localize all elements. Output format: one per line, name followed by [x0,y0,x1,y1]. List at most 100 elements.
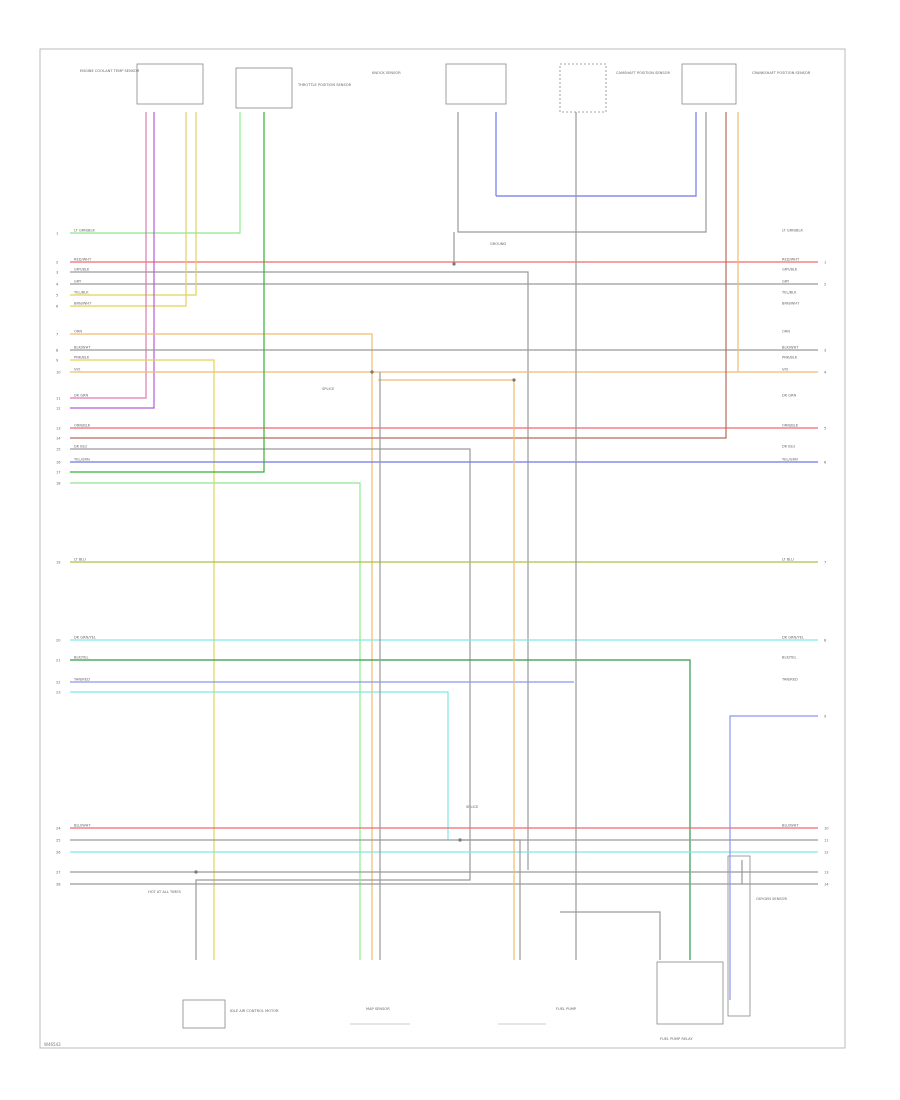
wire-18 [70,482,361,960]
splice-node-4 [512,378,516,382]
wire-11 [70,359,215,960]
component-box-4 [559,63,607,113]
wire-code-left-9: PNK/BLK [74,356,90,360]
wire-code-right-12: ORN/BLK [782,424,799,428]
wire-code-left-17: BLK/YEL [74,656,89,660]
left-pin-22: 22 [56,681,61,685]
wire-code-left-7: ORN [74,330,82,334]
left-pin-1: 1 [56,232,58,236]
wire-code-right-11: DK GRN [782,394,797,398]
left-pin-28: 28 [56,883,61,887]
wire-code-left-18: TAN/RED [73,678,90,682]
wire-code-right-8: BLK/WHT [782,346,799,350]
left-pin-15: 15 [56,448,61,452]
component-label-10: FUEL PUMP [556,1007,577,1011]
right-pin-11: 11 [824,839,829,843]
wire-code-right-14: YEL/GRN [782,458,798,462]
wire-code-right-15: LT BLU [782,558,794,562]
component-label-3: KNOCK SENSOR [372,71,401,75]
right-pin-8: 8 [824,639,827,643]
component-label-4: CAMSHAFT POSITION SENSOR [616,71,670,75]
wires [70,112,818,1000]
left-pin-25: 25 [56,839,61,843]
wire-7 [70,112,147,399]
wire-5 [70,112,187,307]
splice-node-5 [194,870,198,874]
wire-23 [70,691,449,840]
wire-code-right-13: DK BLU [782,445,796,449]
component-label-8: IDLE AIR CONTROL MOTOR [230,1009,279,1013]
component-label-7: OXYGEN SENSOR [756,897,787,901]
left-pin-12: 12 [56,407,61,411]
annotation-1: SPLICE [322,387,335,391]
left-pin-8: 8 [56,349,59,353]
annotation-3: GROUND [490,242,506,246]
wire-code-left-2: GRY/BLK [74,268,90,272]
right-pin-5: 5 [824,427,826,431]
wire-14 [70,112,727,439]
right-pin-1: 1 [824,261,826,265]
wire-code-left-16: DK GRN/YEL [74,636,96,640]
left-pin-4: 4 [56,283,59,287]
left-pin-20: 20 [56,639,61,643]
left-pin-13: 13 [56,427,61,431]
left-pin-26: 26 [56,851,61,855]
annotation-4: HOT AT ALL TIMES [148,890,182,894]
wire-code-right-5: BRN/WHT [782,302,800,306]
wire-code-left-1: RED/WHT [74,258,92,262]
wire-36 [729,715,818,1000]
wire-code-right-16: DK GRN/YEL [782,636,804,640]
wire-code-right-9: PNK/BLK [782,356,798,360]
wire-9 [70,333,373,960]
left-pin-5: 5 [56,294,58,298]
right-pin-9: 9 [824,715,827,719]
left-pin-24: 24 [56,827,61,831]
wire-code-right-6: LT GRN/BLK [782,229,803,233]
wire-4 [70,112,197,296]
wire-code-right-17: BLK/YEL [782,656,797,660]
wire-17 [70,112,265,473]
left-pin-23: 23 [56,691,61,695]
annotation-2: SPLICE [466,805,479,809]
component-boxes [136,63,751,1029]
wire-code-left-10: VIO [74,368,81,372]
left-pin-2: 2 [56,261,58,265]
wire-code-left-11: DK GRN [74,394,89,398]
right-pin-12: 12 [824,851,829,855]
wire-code-right-7: ORN [782,330,790,334]
wire-code-right-4: YEL/BLK [782,291,797,295]
left-pin-16: 16 [56,461,61,465]
component-label-1: ENGINE COOLANT TEMP SENSOR [80,69,140,73]
right-pin-6: 6 [824,461,827,465]
wire-code-right-18: TAN/RED [781,678,798,682]
wire-code-left-5: BRN/WHT [74,302,92,306]
wire-code-left-3: GRY [74,280,82,284]
component-box-3 [445,63,507,105]
left-pin-18: 18 [56,482,61,486]
right-pin-7: 7 [824,561,826,565]
wire-code-left-12: ORN/BLK [74,424,91,428]
wire-35 [378,379,515,960]
left-pin-19: 19 [56,561,61,565]
wire-code-right-2: GRY/BLK [782,268,798,272]
component-box-6 [656,961,724,1025]
pin-numbers: 1234567891011121314151617181920212223242… [56,232,829,887]
left-pin-9: 9 [56,359,59,363]
wire-code-left-4: YEL/BLK [74,291,89,295]
splice-nodes [194,262,516,874]
splice-node-3 [458,838,462,842]
left-pin-14: 14 [56,437,61,441]
component-box-8 [182,999,226,1029]
splice-node-1 [370,370,374,374]
wire-code-left-6: LT GRN/BLK [74,229,95,233]
wire-code-left-15: LT BLU [74,558,86,562]
wire-2 [70,271,529,870]
footer-id: W46543 [44,1042,61,1047]
wire-31 [457,112,707,233]
left-pin-7: 7 [56,333,58,337]
component-box-7 [727,855,751,1017]
wire-code-right-10: VIO [782,368,789,372]
component-box-5 [681,63,737,105]
